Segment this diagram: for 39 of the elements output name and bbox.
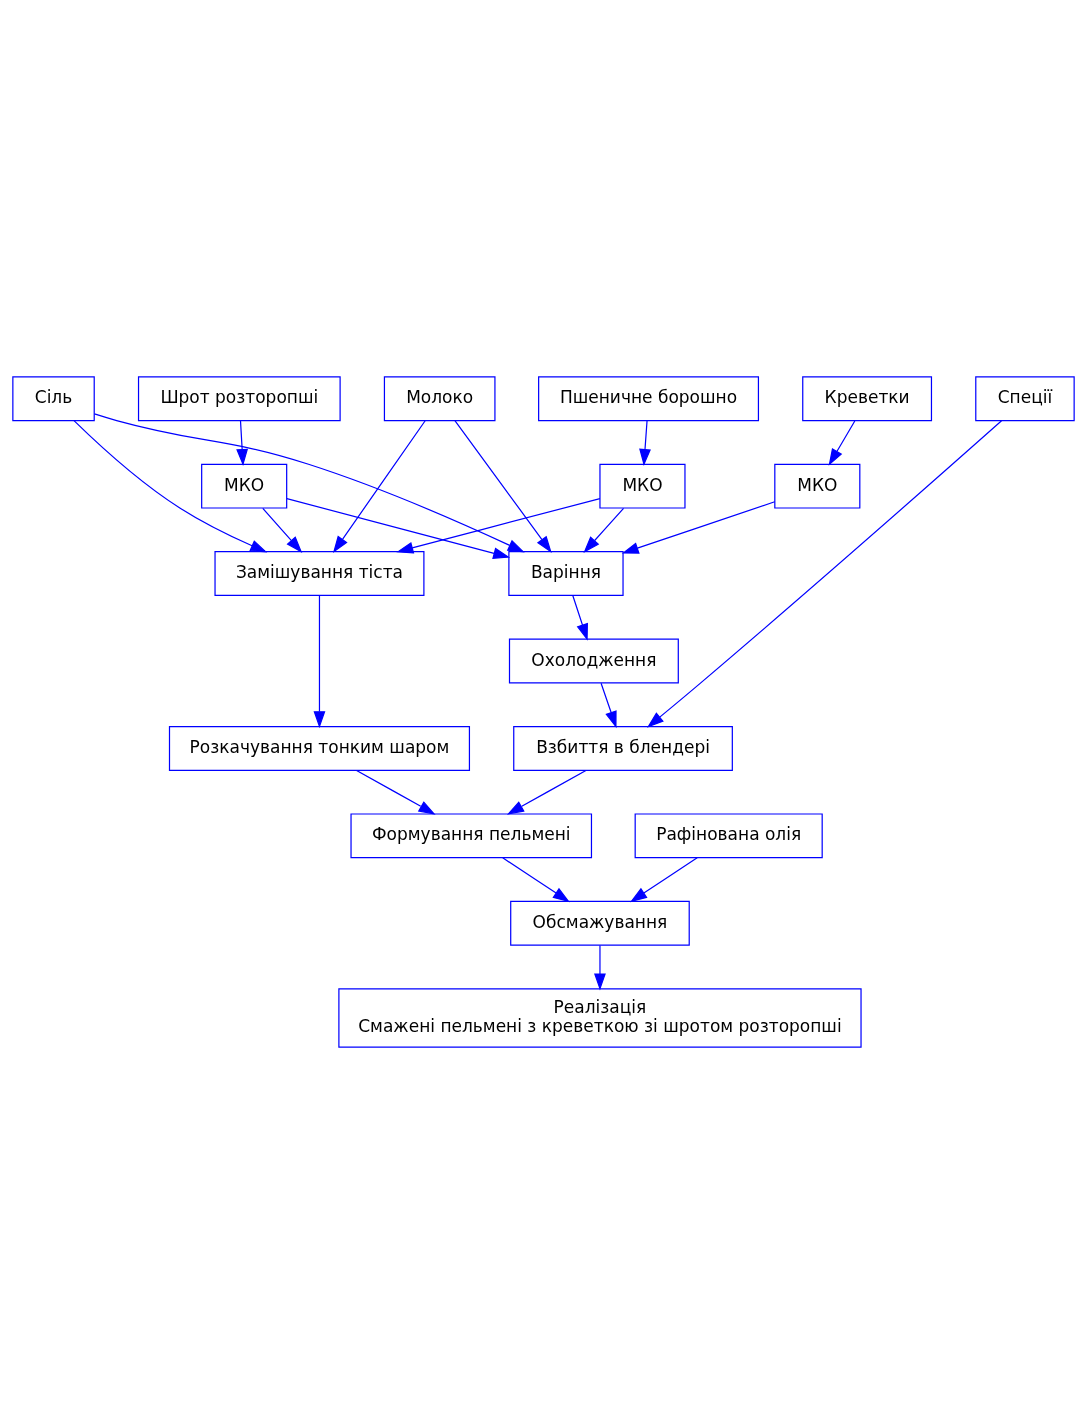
arrow	[594, 944, 606, 991]
arrow	[286, 498, 511, 560]
arrow	[454, 420, 552, 553]
node-box: Рафінована олія	[634, 813, 823, 859]
arrow	[93, 413, 525, 553]
node-box: Креветки	[802, 376, 933, 422]
node-box: Шрот розторопші	[137, 376, 341, 422]
node-box: Формування пельмені	[350, 813, 593, 859]
node-box: Сіль	[12, 376, 95, 422]
node-box: Замішування тіста	[214, 551, 425, 597]
arrow	[356, 769, 436, 815]
arrow	[332, 420, 426, 553]
node-box: Спеції	[975, 376, 1075, 422]
node-box: Варіння	[508, 551, 624, 597]
arrow	[506, 769, 587, 815]
node-box: Взбиття в блендері	[513, 725, 733, 771]
node-box: Розкачування тонким шаром	[168, 725, 471, 771]
node-box: МКО	[201, 463, 288, 509]
arrow	[639, 420, 651, 466]
node-box: МКО	[599, 463, 686, 509]
arrow	[828, 420, 856, 466]
node-box: Охолодження	[508, 638, 679, 684]
arrow	[583, 507, 625, 553]
arrow	[600, 682, 617, 729]
arrow	[262, 507, 303, 553]
node-box: Обсмажування	[510, 900, 690, 946]
arrow	[621, 501, 776, 554]
arrow	[630, 857, 698, 903]
node-box: Реалізація Смажені пельмені з креветкою зі шротом розторопші	[338, 988, 862, 1048]
node-box: Пшеничне борошно	[538, 376, 760, 422]
arrow	[396, 497, 601, 554]
arrow	[236, 420, 249, 466]
arrow	[73, 420, 268, 553]
arrow	[313, 595, 326, 729]
node-box: МКО	[774, 463, 861, 509]
node-box: Молоко	[383, 376, 496, 422]
arrow	[502, 857, 570, 903]
arrow	[646, 420, 1003, 728]
arrow	[572, 595, 588, 641]
